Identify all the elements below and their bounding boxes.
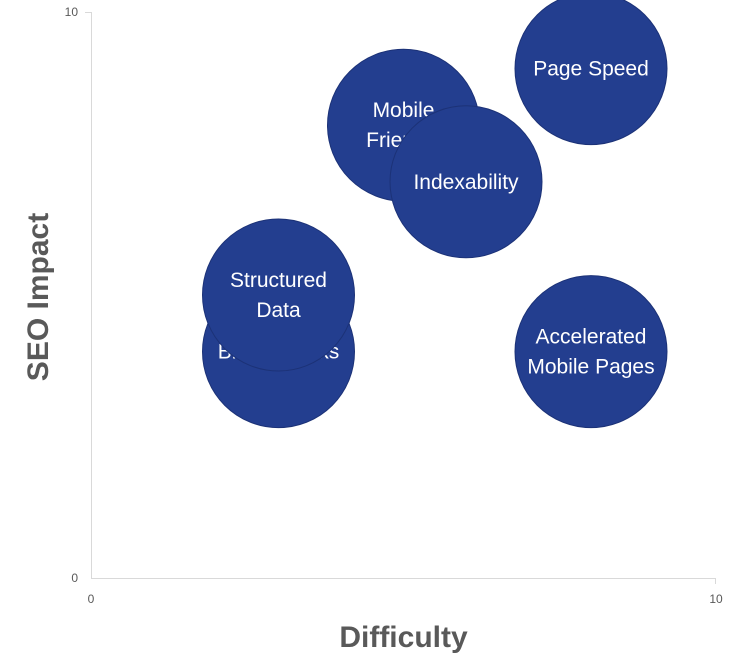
bubble-label: Indexability (413, 171, 519, 194)
bubble-page-speed: Page Speed (514, 0, 668, 146)
x-tick-label-min: 0 (88, 592, 95, 606)
bubble-circle (514, 0, 668, 146)
x-tick-label-max: 10 (709, 592, 723, 606)
x-axis-title: Difficulty (339, 621, 468, 654)
bubble-label-line: Data (256, 299, 301, 322)
bubble-indexability: Indexability (389, 105, 543, 259)
bubble-label-line: Structured (230, 269, 327, 292)
bubble-label-line: Page Speed (533, 58, 649, 81)
bubble-circle (202, 218, 355, 372)
y-axis-title: SEO Impact (22, 213, 55, 381)
bubble-label-line: Indexability (413, 171, 519, 194)
bubble-circle (389, 105, 543, 259)
bubble-label-line: Mobile (373, 99, 435, 122)
y-tick-label-max: 10 (65, 5, 79, 19)
bubble-label-line: Mobile Pages (527, 356, 654, 379)
bubble-label: Page Speed (533, 58, 649, 81)
bubble-series: Page SpeedMobileFriendlyIndexabilityBrok… (202, 0, 668, 429)
axes (85, 12, 716, 584)
bubble-label-line: Accelerated (536, 326, 647, 349)
bubble-circle (514, 275, 668, 429)
y-tick-label-min: 0 (71, 571, 78, 585)
